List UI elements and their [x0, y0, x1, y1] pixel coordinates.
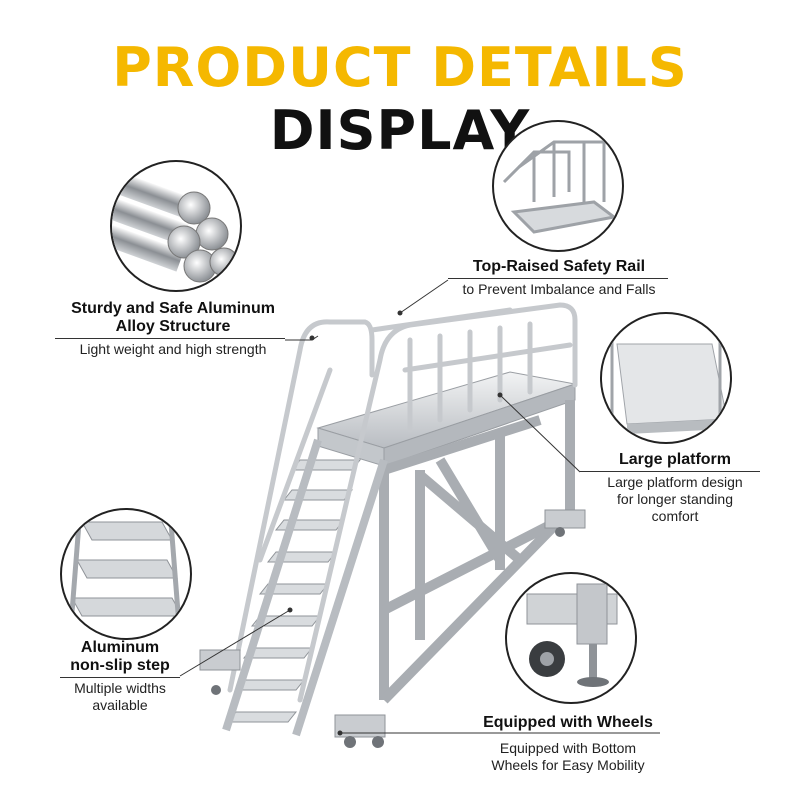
platform-detail: [600, 312, 732, 444]
structure-divider: [55, 338, 285, 339]
page-title: PRODUCT DETAILS DISPLAY: [0, 36, 800, 162]
support-frame: [379, 400, 575, 704]
platform-icon: [610, 334, 728, 442]
structure-heading-2: Alloy Structure: [115, 318, 231, 335]
structure-subtext: Light weight and high strength: [79, 341, 267, 357]
step-heading-2: non-slip step: [70, 657, 170, 674]
stair-stringers: [222, 438, 388, 737]
title-dark: DISPLAY: [269, 99, 531, 162]
structure-heading-1: Sturdy and Safe Aluminum: [71, 300, 275, 317]
step-subtext-1: Multiple widths: [74, 680, 166, 696]
rail-subtext: to Prevent Imbalance and Falls: [462, 281, 656, 297]
safety-rail-detail: [492, 120, 624, 252]
rail-icon: [502, 140, 618, 234]
safety-rails: [227, 302, 578, 703]
steps-detail: [60, 508, 192, 640]
rail-heading: Top-Raised Safety Rail: [472, 258, 646, 275]
platform-subtext-1: Large platform design: [607, 474, 743, 490]
step-divider: [60, 677, 180, 678]
step-heading-1: Aluminum: [80, 639, 160, 656]
rods-icon: [112, 170, 239, 283]
wheel-icon: [526, 583, 618, 687]
base-wheels: [199, 509, 586, 748]
platform-subtext-2: for longer standing: [617, 491, 733, 507]
platform-subtext-3: comfort: [651, 508, 699, 524]
platform-heading: Large platform: [618, 451, 731, 468]
rail-divider: [448, 278, 668, 279]
stair-steps: [226, 459, 362, 723]
aluminum-rods-detail: [110, 160, 242, 292]
step-subtext-2: available: [92, 697, 148, 713]
title-accent: PRODUCT DETAILS: [112, 36, 688, 99]
wheels-detail: [505, 572, 637, 704]
wheels-subtext-2: Wheels for Easy Mobility: [491, 757, 645, 773]
steps-icon: [67, 510, 183, 638]
platform-divider: [580, 471, 760, 472]
wheels-subtext-1: Equipped with Bottom: [499, 740, 637, 756]
wheels-heading: Equipped with Wheels: [483, 714, 653, 731]
